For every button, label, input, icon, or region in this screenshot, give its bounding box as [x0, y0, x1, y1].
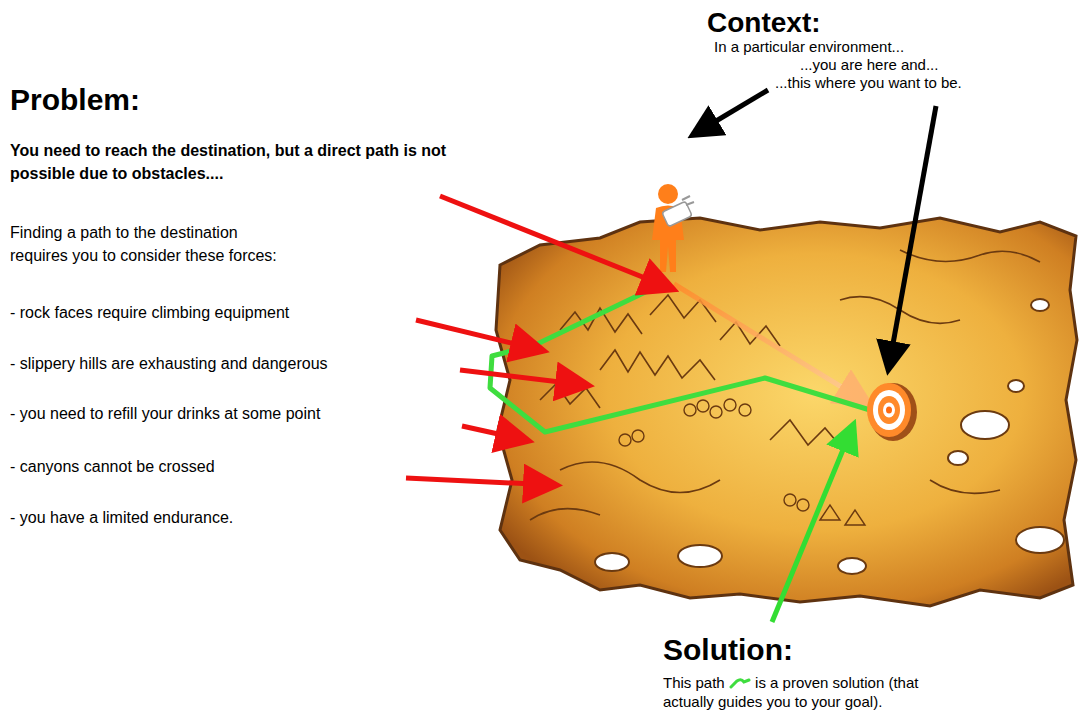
context-note: ...this where you want to be. — [775, 74, 962, 92]
map-drawing-part — [784, 494, 796, 506]
map-drawing-part — [462, 426, 525, 440]
map-drawing-part — [696, 90, 768, 133]
map-drawing-part — [930, 480, 1000, 493]
map-drawing-part — [540, 384, 600, 408]
force-item: - rock faces require climbing equipment — [10, 303, 289, 322]
force-item: - canyons cannot be crossed — [10, 457, 215, 476]
map-drawing-part — [595, 299, 1064, 574]
solution-path — [490, 285, 870, 432]
map-drawing-part — [460, 370, 585, 385]
problem-statement: You need to reach the destination, but a… — [10, 139, 500, 185]
map-drawing-part — [900, 250, 1040, 262]
map-drawing-part — [530, 509, 600, 520]
problem-intro: Finding a path to the destination requir… — [10, 221, 292, 267]
map-drawing-part — [560, 462, 720, 493]
map-drawing-part — [889, 106, 936, 366]
map-drawing-part — [682, 196, 694, 205]
map-drawing-part — [710, 406, 722, 418]
map-drawing-part — [820, 505, 840, 520]
map-drawing-part — [770, 420, 842, 448]
map-drawing-part — [1031, 299, 1049, 311]
map-drawing-part — [724, 399, 736, 411]
map-drawing-part — [650, 295, 716, 322]
map-drawing-part — [883, 403, 895, 418]
solution-text: This path is a proven solution (that act… — [663, 674, 963, 712]
map-drawing-part — [878, 396, 900, 424]
force-item: - slippery hills are exhausting and dang… — [10, 354, 328, 373]
map-drawing-part — [772, 428, 852, 622]
target-icon — [867, 383, 917, 441]
solution-text-part: This path — [663, 674, 725, 691]
force-item: - you have a limited endurance. — [10, 508, 233, 527]
map-drawing-part — [600, 350, 715, 380]
map-drawing-part — [1016, 527, 1064, 553]
map-drawing-part — [619, 399, 865, 525]
map-drawing-part — [961, 411, 1009, 439]
map-drawing-part — [1008, 380, 1024, 392]
person-figure — [652, 184, 694, 272]
path-icon — [729, 677, 751, 689]
context-note: ...you are here and... — [800, 56, 938, 74]
map-drawing-part — [873, 390, 905, 430]
map-drawing-part — [632, 430, 644, 442]
map-drawing-part — [406, 478, 553, 485]
context-note: In a particular environment... — [714, 38, 904, 56]
map-drawing-part — [658, 184, 678, 204]
map-drawing-part — [684, 404, 696, 416]
map-drawing-part — [845, 510, 865, 525]
map-drawing-part — [678, 545, 722, 567]
force-item: - you need to refill your drinks at some… — [10, 404, 320, 423]
section-heading: Problem: — [10, 82, 710, 118]
map-drawing-part — [440, 196, 670, 288]
map-drawing-part — [948, 451, 968, 465]
section-heading: Context: — [707, 6, 821, 40]
map-drawing-part — [406, 196, 670, 485]
map-drawing-part — [867, 383, 911, 437]
parchment — [496, 218, 1077, 606]
map-drawing-part — [619, 434, 631, 446]
map-drawing-part — [739, 404, 751, 416]
map-drawing-part — [838, 558, 866, 574]
map-drawing-part — [697, 400, 709, 412]
map-drawing-part — [416, 320, 540, 350]
map-drawing-part — [595, 553, 629, 571]
map-drawing-part — [797, 499, 809, 511]
map-drawing-part — [674, 284, 866, 402]
map-drawing-part — [886, 407, 892, 414]
map-drawing-part — [696, 90, 936, 366]
section-heading: Solution: — [663, 632, 793, 668]
